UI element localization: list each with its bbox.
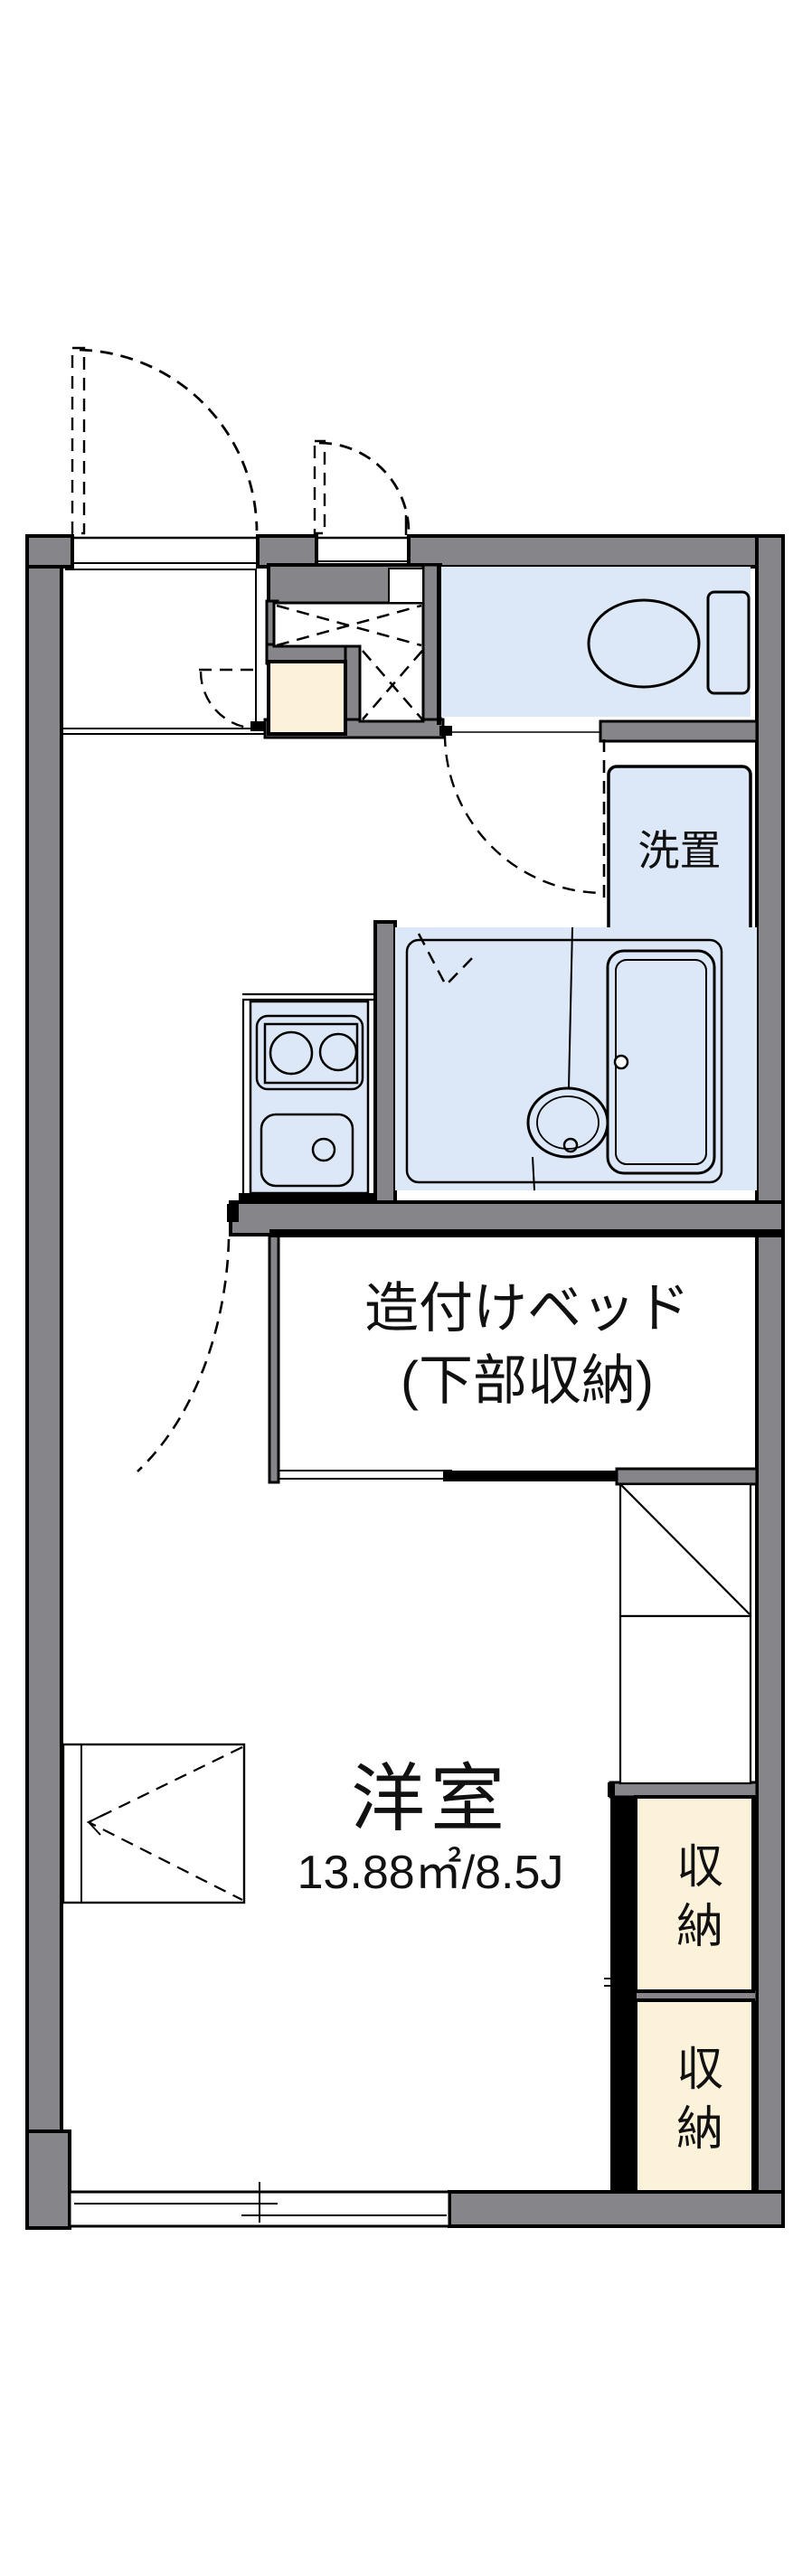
top-wall-left-block	[25, 534, 74, 569]
toilet-tank	[706, 590, 751, 695]
toilet-room	[437, 565, 751, 733]
stub-right-of-bed	[615, 1467, 759, 1486]
wash-basin-icon	[526, 1086, 609, 1159]
genkan-door-swing	[199, 671, 259, 730]
kitchen-unit	[239, 992, 377, 1204]
outdoor-storage-door-leaf	[313, 439, 326, 535]
washer-space-label: 洗置	[637, 827, 722, 874]
entrance-door-leaf	[71, 346, 86, 535]
kitchen-base-line	[239, 1193, 377, 1204]
closet-upper-box	[634, 1795, 755, 1993]
bath-tray-outline	[405, 938, 723, 1184]
bed-top-edge	[269, 1229, 783, 1237]
toilet-bottom-wall	[599, 719, 759, 743]
exterior-walls	[25, 534, 785, 2230]
bath-divider-line-2	[532, 1156, 535, 1191]
toilet-door-stub	[439, 726, 452, 736]
bath-room	[395, 926, 757, 1191]
bath-folding-door-mark	[417, 933, 477, 988]
stove-burner-right	[318, 1032, 358, 1072]
top-wall-right-block	[407, 534, 785, 569]
left-exterior-wall	[25, 534, 63, 2230]
kitchen-stove-icon	[255, 1014, 364, 1091]
closet-lower-label: 収納	[668, 2044, 722, 2163]
entrance-area	[61, 515, 425, 736]
built-in-bed-label-line1: 造付けベッド	[364, 1278, 690, 1339]
bathtub-icon	[606, 949, 716, 1175]
built-in-bed-box	[269, 1229, 783, 1481]
right-exterior-wall	[755, 534, 785, 2228]
door-swings	[71, 346, 606, 1472]
open-shelf-space	[618, 1614, 752, 1785]
closet-lower-box	[634, 1998, 755, 2194]
refrigerator-space-diagonal	[620, 1484, 751, 1615]
room-door-hinge-stub	[227, 1204, 239, 1222]
built-in-bed-label-line2: (下部収納)	[401, 1350, 654, 1411]
toilet-icon	[587, 598, 701, 689]
bath-divider-line	[568, 926, 573, 1089]
western-room-area: 13.88㎡/8.5J	[297, 1847, 564, 1899]
genkan-tataki-outline	[65, 569, 257, 727]
bath-left-wall	[373, 920, 397, 1206]
pipe-space-notch	[388, 568, 424, 604]
bed-bottom-edge	[443, 1471, 617, 1481]
kitchen-counter-body	[249, 1000, 370, 1195]
toilet-door-swing	[443, 733, 605, 895]
genkan-door-stub	[250, 721, 265, 731]
room-door-swing	[137, 1238, 231, 1472]
wash-basin-inner	[536, 1095, 600, 1150]
closet-door-cap	[608, 1782, 615, 1797]
top-wall-mid-block	[256, 534, 318, 569]
closet-upper-label: 収納	[668, 1841, 722, 1960]
genkan-step	[267, 660, 347, 736]
kitchen-sink-icon	[260, 1113, 354, 1188]
bottom-wall	[448, 2190, 785, 2228]
pipe-space-x-marks	[276, 604, 423, 720]
toilet-left-border	[437, 565, 441, 725]
entrance-door-swing	[79, 348, 259, 531]
western-room-name: 洋室	[350, 1758, 510, 1840]
outdoor-storage-door-swing	[318, 441, 411, 532]
cabinet-open-arrow	[88, 1813, 106, 1836]
right-column	[604, 1482, 755, 2194]
window-and-furniture	[61, 1743, 451, 2228]
bathtub-knob	[613, 1054, 629, 1070]
bottom-left-corner-wall	[25, 2129, 71, 2230]
stove-burner-left	[269, 1030, 314, 1076]
sink-drain	[311, 1137, 336, 1162]
wash-basin-drain	[562, 1137, 579, 1153]
